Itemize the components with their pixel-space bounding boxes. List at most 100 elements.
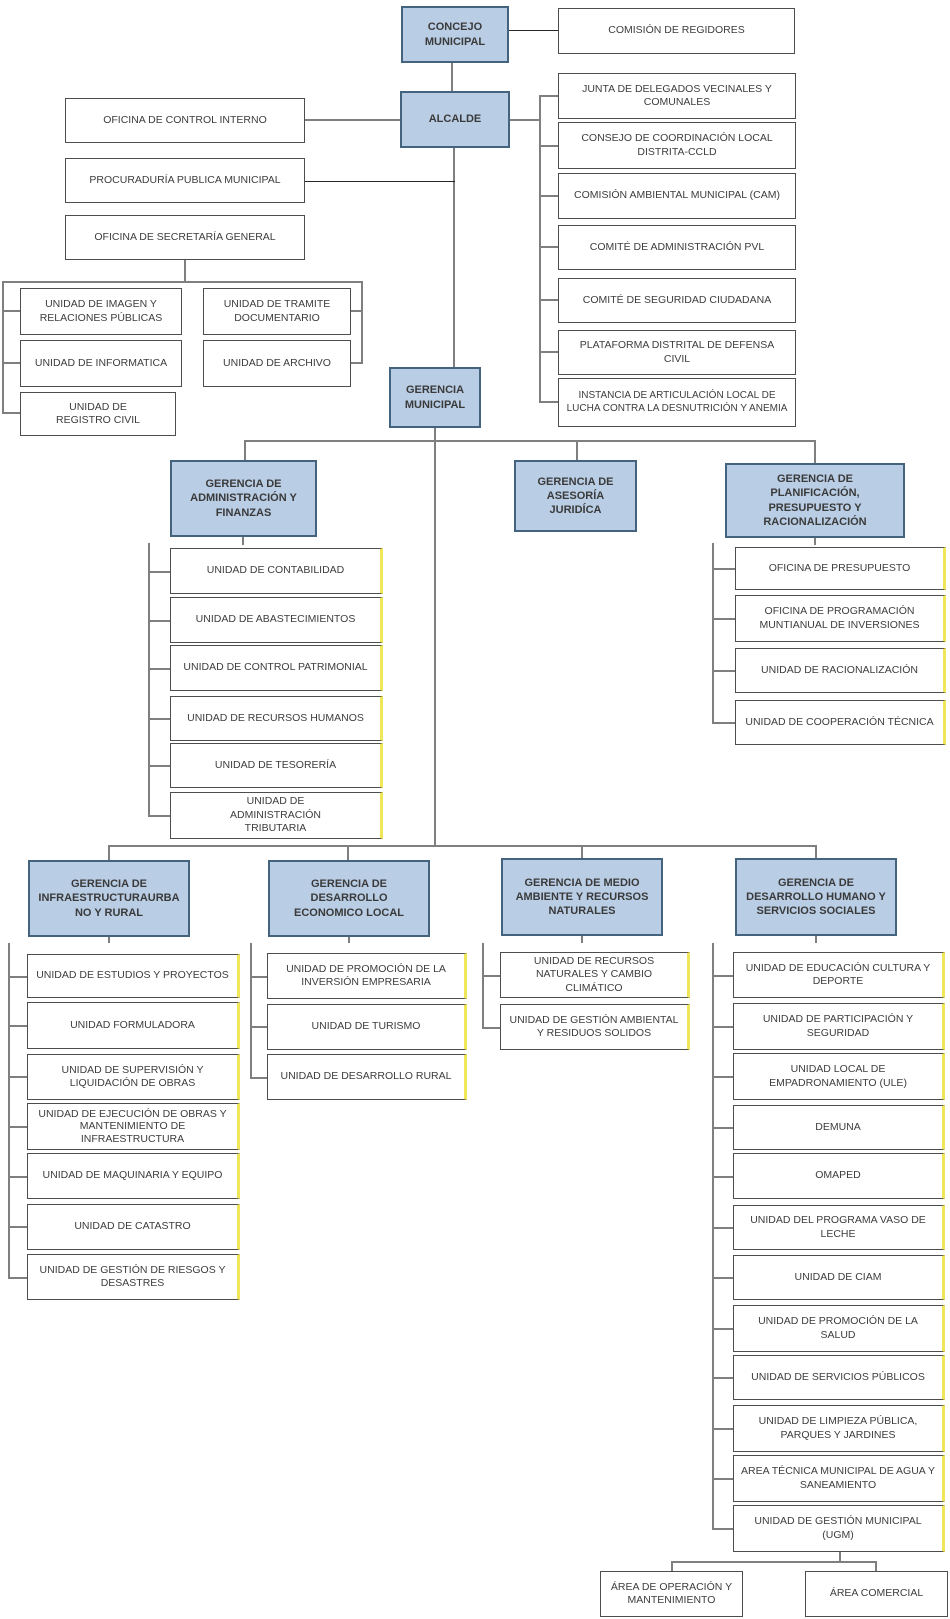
connector-line <box>148 718 170 720</box>
connector-line <box>347 845 349 860</box>
node-unidad-tramite: UNIDAD DE TRAMITE DOCUMENTARIO <box>203 288 351 335</box>
node-procuraduria-publica: PROCURADURÍA PUBLICA MUNICIPAL <box>65 158 305 203</box>
connector-line <box>712 1076 733 1078</box>
node-unidad-imagen: UNIDAD DE IMAGEN Y RELACIONES PÚBLICAS <box>20 288 182 335</box>
node-unidad-estudios-proyectos: UNIDAD DE ESTUDIOS Y PROYECTOS <box>27 954 240 998</box>
connector-line <box>510 119 541 121</box>
connector-line <box>482 1027 500 1029</box>
node-gerencia-desarrollo-economico: GERENCIA DE DESARROLLO ECONOMICO LOCAL <box>268 860 430 937</box>
connector-line <box>8 1176 27 1178</box>
node-unidad-desarrollo-rural: UNIDAD DE DESARROLLO RURAL <box>267 1054 467 1100</box>
connector-line <box>8 976 27 978</box>
connector-line <box>539 246 558 248</box>
connector-line <box>108 937 110 943</box>
node-unidad-cooperacion-tecnica: UNIDAD DE COOPERACIÓN TÉCNICA <box>735 700 946 745</box>
node-unidad-vaso-de-leche: UNIDAD DEL PROGRAMA VASO DE LECHE <box>733 1205 945 1250</box>
connector-line <box>712 1227 733 1229</box>
node-unidad-admin-tributaria: UNIDAD DE ADMINISTRACIÓN TRIBUTARIA <box>170 792 383 839</box>
connector-line <box>712 975 733 977</box>
connector-line <box>148 668 170 670</box>
node-instancia-articulacion: INSTANCIA DE ARTICULACIÓN LOCAL DE LUCHA… <box>558 378 796 427</box>
node-unidad-gestion-ambiental: UNIDAD DE GESTIÓN AMBIENTAL Y RESIDUOS S… <box>500 1004 690 1050</box>
node-unidad-supervision-obras: UNIDAD DE SUPERVISIÓN Y LIQUIDACIÓN DE O… <box>27 1054 240 1100</box>
connector-line <box>712 1377 733 1379</box>
connector-line <box>815 845 817 858</box>
node-unidad-control-patrimonial: UNIDAD DE CONTROL PATRIMONIAL <box>170 645 383 691</box>
connector-line <box>539 95 541 403</box>
node-gerencia-planificacion: GERENCIA DE PLANIFICACIÓN, PRESUPUESTO Y… <box>725 463 905 538</box>
connector-line <box>244 440 816 442</box>
node-oficina-programacion-inversiones: OFICINA DE PROGRAMACIÓN MUNTIANUAL DE IN… <box>735 595 946 642</box>
connector-line <box>148 765 170 767</box>
node-unidad-ule: UNIDAD LOCAL DE EMPADRONAMIENTO (ULE) <box>733 1053 945 1100</box>
node-unidad-promocion-salud: UNIDAD DE PROMOCIÓN DE LA SALUD <box>733 1305 945 1352</box>
connector-line <box>712 1176 733 1178</box>
connector-line <box>539 401 558 403</box>
connector-line <box>712 1277 733 1279</box>
connector-line <box>8 1226 27 1228</box>
connector-line <box>8 1277 27 1279</box>
node-unidad-ciam: UNIDAD DE CIAM <box>733 1255 945 1300</box>
connector-line <box>482 975 500 977</box>
connector-line <box>539 95 558 97</box>
node-unidad-turismo: UNIDAD DE TURISMO <box>267 1004 467 1050</box>
connector-line <box>815 936 817 943</box>
connector-line <box>250 976 267 978</box>
connector-line <box>2 310 20 312</box>
connector-line <box>2 281 363 283</box>
connector-line <box>581 845 583 858</box>
node-unidad-abastecimientos: UNIDAD DE ABASTECIMIENTOS <box>170 597 383 643</box>
connector-line <box>148 571 170 573</box>
node-area-tecnica-agua: AREA TÉCNICA MUNICIPAL DE AGUA Y SANEAMI… <box>733 1455 945 1502</box>
connector-line <box>453 148 455 367</box>
node-unidad-ugm: UNIDAD DE GESTIÓN MUNICIPAL (UGM) <box>733 1505 945 1552</box>
connector-line <box>348 937 350 943</box>
node-unidad-participacion: UNIDAD DE PARTICIPACIÓN Y SEGURIDAD <box>733 1003 945 1050</box>
connector-line <box>108 845 110 860</box>
connector-line <box>148 543 150 817</box>
connector-line <box>539 195 558 197</box>
node-gerencia-desarrollo-humano: GERENCIA DE DESARROLLO HUMANO Y SERVICIO… <box>735 858 897 936</box>
connector-line <box>8 1076 27 1078</box>
connector-line <box>712 1026 733 1028</box>
node-unidad-recursos-humanos: UNIDAD DE RECURSOS HUMANOS <box>170 696 383 741</box>
node-alcalde: ALCALDE <box>400 91 510 148</box>
node-omaped: OMAPED <box>733 1153 945 1199</box>
node-comision-regidores: COMISIÓN DE REGIDORES <box>558 8 795 54</box>
connector-line <box>351 310 363 312</box>
connector-line <box>712 670 735 672</box>
node-unidad-promocion-inversion: UNIDAD DE PROMOCIÓN DE LA INVERSIÓN EMPR… <box>267 953 467 999</box>
node-gerencia-municipal: GERENCIA MUNICIPAL <box>389 367 481 428</box>
node-unidad-formuladora: UNIDAD FORMULADORA <box>27 1002 240 1049</box>
node-unidad-riesgos-desastres: UNIDAD DE GESTIÓN DE RIESGOS Y DESASTRES <box>27 1254 240 1300</box>
connector-line <box>712 1127 733 1129</box>
node-unidad-tesoreria: UNIDAD DE TESORERÍA <box>170 743 383 788</box>
node-unidad-maquinaria: UNIDAD DE MAQUINARIA Y EQUIPO <box>27 1153 240 1199</box>
connector-line <box>712 1528 733 1530</box>
connector-line <box>305 181 455 182</box>
connector-line <box>509 30 558 31</box>
connector-line <box>184 260 186 282</box>
node-secretaria-general: OFICINA DE SECRETARÍA GENERAL <box>65 215 305 260</box>
connector-line <box>108 845 817 847</box>
node-unidad-recursos-naturales: UNIDAD DE RECURSOS NATURALES Y CAMBIO CL… <box>500 952 690 998</box>
connector-line <box>250 1077 267 1079</box>
connector-line <box>712 1328 733 1330</box>
connector-line <box>581 936 583 943</box>
connector-line <box>712 722 735 724</box>
connector-line <box>539 299 558 301</box>
connector-line <box>2 281 4 414</box>
node-comite-seguridad: COMITÉ DE SEGURIDAD CIUDADANA <box>558 278 796 323</box>
node-gerencia-infraestructura: GERENCIA DE INFRAESTRUCTURAURBANO Y RURA… <box>28 860 190 937</box>
connector-line <box>712 618 735 620</box>
connector-line <box>242 537 244 545</box>
connector-line <box>482 943 484 1029</box>
connector-line <box>539 351 558 353</box>
node-gerencia-asesoria-juridica: GERENCIA DE ASESORÍA JURIDÍCA <box>514 460 637 532</box>
connector-line <box>244 440 246 460</box>
connector-line <box>814 440 816 463</box>
node-concejo-municipal: CONCEJO MUNICIPAL <box>401 6 509 63</box>
connector-line <box>148 815 170 817</box>
connector-line <box>576 440 578 460</box>
connector-line <box>148 620 170 622</box>
